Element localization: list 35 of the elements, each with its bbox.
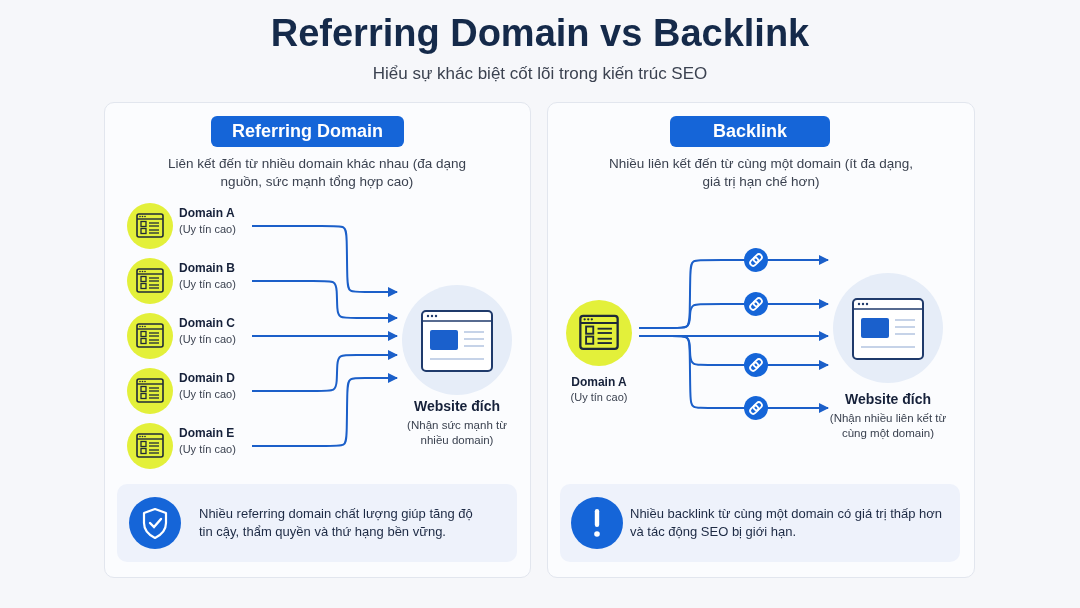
arrow xyxy=(251,225,398,297)
arrow xyxy=(251,373,398,447)
note-text: Nhiều backlink từ cùng một domain có giá trị thấp hơn và tác động SEO bị giới hạn. xyxy=(630,505,944,541)
panel-description: Nhiều liên kết đến từ cùng một domain (ít đa dạng, giá trị hạn chế hơn) xyxy=(608,155,914,191)
section-heading: Backlink xyxy=(670,116,830,147)
panel-card xyxy=(104,102,531,578)
website-note: (Nhận sức mạnh từ nhiều domain) xyxy=(406,418,508,448)
domain-note: (Uy tín cao) xyxy=(179,333,236,345)
arrow xyxy=(638,335,829,413)
arrow xyxy=(251,280,398,323)
arrow xyxy=(251,331,398,341)
domain-name: Domain A xyxy=(179,206,235,220)
note-card xyxy=(117,484,517,562)
panel-card xyxy=(547,102,975,578)
domain-name: Domain E xyxy=(179,426,235,440)
domain-name: Domain C xyxy=(179,316,235,330)
domain-note: (Uy tín cao) xyxy=(179,223,236,235)
arrow xyxy=(638,299,829,329)
section-heading: Referring Domain xyxy=(211,116,404,147)
website-title: Website đích xyxy=(843,391,933,407)
domain-name: Domain B xyxy=(179,261,235,275)
note-text: Nhiều referring domain chất lượng giúp tăng độ tin cậy, thẩm quyền và thứ hạng bền vững. xyxy=(199,505,474,541)
website-note: (Nhận nhiều liên kết từ cùng một domain) xyxy=(828,411,948,441)
domain-name: Domain D xyxy=(179,371,235,385)
arrow xyxy=(251,350,398,392)
subtitle: Hiểu sự khác biệt cốt lõi trong kiến trúc SEO xyxy=(371,64,709,84)
note-card xyxy=(560,484,960,562)
domain-note: (Uy tín cao) xyxy=(179,443,236,455)
panel-description: Liên kết đến từ nhiều domain khác nhau (đa dạng nguồn, sức mạnh tổng hợp cao) xyxy=(167,155,467,191)
website-title: Website đích xyxy=(412,398,502,414)
domain-note: (Uy tín cao) xyxy=(179,388,236,400)
title: Referring Domain vs Backlink xyxy=(269,12,811,55)
domain-name: Domain A xyxy=(570,375,628,389)
domain-note: (Uy tín cao) xyxy=(569,391,629,403)
domain-note: (Uy tín cao) xyxy=(179,278,236,290)
